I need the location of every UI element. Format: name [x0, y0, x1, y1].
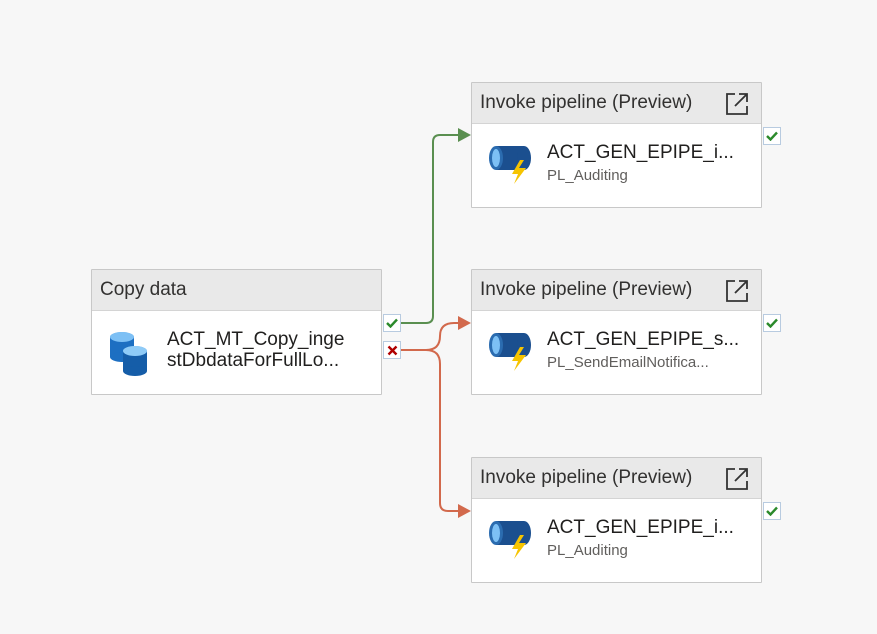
database-copy-icon [110, 332, 147, 376]
activity-header: Invoke pipeline (Preview) [472, 83, 761, 124]
activity-type-label: Copy data [100, 279, 187, 300]
invoke-pipeline-activity-3[interactable]: Invoke pipeline (Preview) ACT_GEN_EPIPE_… [471, 457, 762, 583]
activity-name-line-1: ACT_MT_Copy_inge [167, 329, 345, 350]
pipeline-name: PL_Auditing [547, 167, 628, 184]
activity-name: ACT_GEN_EPIPE_i... [547, 517, 734, 538]
invoke-pipeline-activity-1[interactable]: Invoke pipeline (Preview) ACT_GEN_EPIPE_… [471, 82, 762, 208]
activity-name: ACT_GEN_EPIPE_s... [547, 329, 740, 350]
success-output-port[interactable] [763, 314, 781, 332]
open-external-icon[interactable] [724, 466, 750, 492]
activity-body: ACT_GEN_EPIPE_s... PL_SendEmailNotifica.… [472, 311, 761, 394]
failure-connector-1 [401, 322, 460, 351]
checkmark-icon [766, 318, 778, 328]
activity-type-label: Invoke pipeline (Preview) [480, 92, 693, 113]
open-external-icon[interactable] [724, 278, 750, 304]
failure-arrowhead-1 [458, 316, 471, 330]
success-arrowhead [458, 128, 471, 142]
success-output-port[interactable] [763, 502, 781, 520]
success-connector [401, 134, 460, 324]
activity-header: Invoke pipeline (Preview) [472, 458, 761, 499]
activity-body: ACT_GEN_EPIPE_i... PL_Auditing [472, 499, 761, 582]
invoke-pipeline-activity-2[interactable]: Invoke pipeline (Preview) ACT_GEN_EPIPE_… [471, 269, 762, 395]
success-output-port[interactable] [383, 314, 401, 332]
activity-name-line-2: stDbdataForFullLo... [167, 350, 340, 371]
failure-connector-2 [425, 349, 460, 512]
activity-header: Copy data [92, 270, 381, 311]
pipeline-name: PL_SendEmailNotifica... [547, 354, 709, 371]
x-icon [387, 345, 397, 355]
activity-type-label: Invoke pipeline (Preview) [480, 279, 693, 300]
pipeline-name: PL_Auditing [547, 542, 628, 559]
success-output-port[interactable] [763, 127, 781, 145]
failure-arrowhead-2 [458, 504, 471, 518]
failure-output-port[interactable] [383, 341, 401, 359]
pipeline-icon [489, 146, 531, 184]
activity-type-label: Invoke pipeline (Preview) [480, 467, 693, 488]
activity-body: ACT_GEN_EPIPE_i... PL_Auditing [472, 124, 761, 207]
copy-data-activity[interactable]: Copy data ACT_MT_Copy_inge stDbdataForFu… [91, 269, 382, 395]
pipeline-icon [489, 333, 531, 371]
open-external-icon[interactable] [724, 91, 750, 117]
activity-name: ACT_GEN_EPIPE_i... [547, 142, 734, 163]
checkmark-icon [766, 131, 778, 141]
activity-header: Invoke pipeline (Preview) [472, 270, 761, 311]
pipeline-icon [489, 521, 531, 559]
activity-body: ACT_MT_Copy_inge stDbdataForFullLo... [92, 311, 381, 394]
checkmark-icon [766, 506, 778, 516]
activity-name: ACT_MT_Copy_inge stDbdataForFullLo... [167, 329, 377, 371]
checkmark-icon [386, 318, 398, 328]
